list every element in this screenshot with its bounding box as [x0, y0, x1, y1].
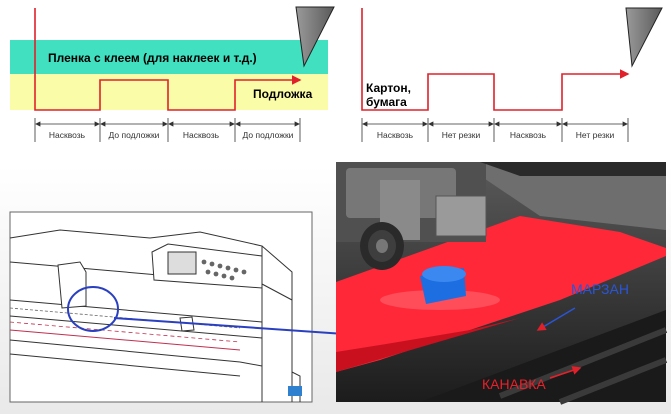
cut-depth-line-left [34, 8, 302, 111]
right-segment-1: Насквозь [377, 130, 414, 140]
left-cut-diagram: Пленка с клеем (для наклеек и т.д.) Подл… [10, 6, 335, 111]
right-segment-2: Нет резки [442, 130, 481, 140]
left-segment-3: Насквозь [183, 130, 220, 140]
right-cut-diagram: Картон, бумага [340, 7, 663, 111]
left-segment-axis [34, 118, 301, 142]
right-segment-axis [361, 118, 629, 142]
blade-icon [295, 6, 335, 68]
paper-layer [340, 74, 650, 110]
blade-icon [625, 7, 663, 68]
highlight-circle [67, 286, 119, 332]
film-label: Пленка с клеем (для наклеек и т.д.) [48, 51, 257, 65]
red-film-sheet [336, 216, 666, 372]
plotter-illustration [9, 211, 313, 403]
material-label-line1: Картон, [366, 81, 411, 95]
backing-label: Подложка [253, 87, 313, 101]
cut-depth-line-right [361, 8, 630, 111]
left-segment-4: До подложки [243, 130, 294, 140]
adhesive-film-layer [10, 40, 328, 74]
material-label-line2: бумага [366, 95, 407, 109]
groove-label: КАНАВКА [482, 376, 546, 392]
left-segment-2: До подложки [109, 130, 160, 140]
left-segment-1: Насквозь [49, 130, 86, 140]
right-segment-4: Нет резки [576, 130, 615, 140]
marzan-label: МАРЗАН [571, 281, 629, 297]
cutter-photo: МАРЗАН КАНАВКА [336, 162, 668, 405]
right-segment-3: Насквозь [510, 130, 547, 140]
right-segment-labels: Насквозь Нет резки Насквозь Нет резки [377, 130, 615, 140]
left-segment-labels: Насквозь До подложки Насквозь До подложк… [49, 130, 294, 140]
